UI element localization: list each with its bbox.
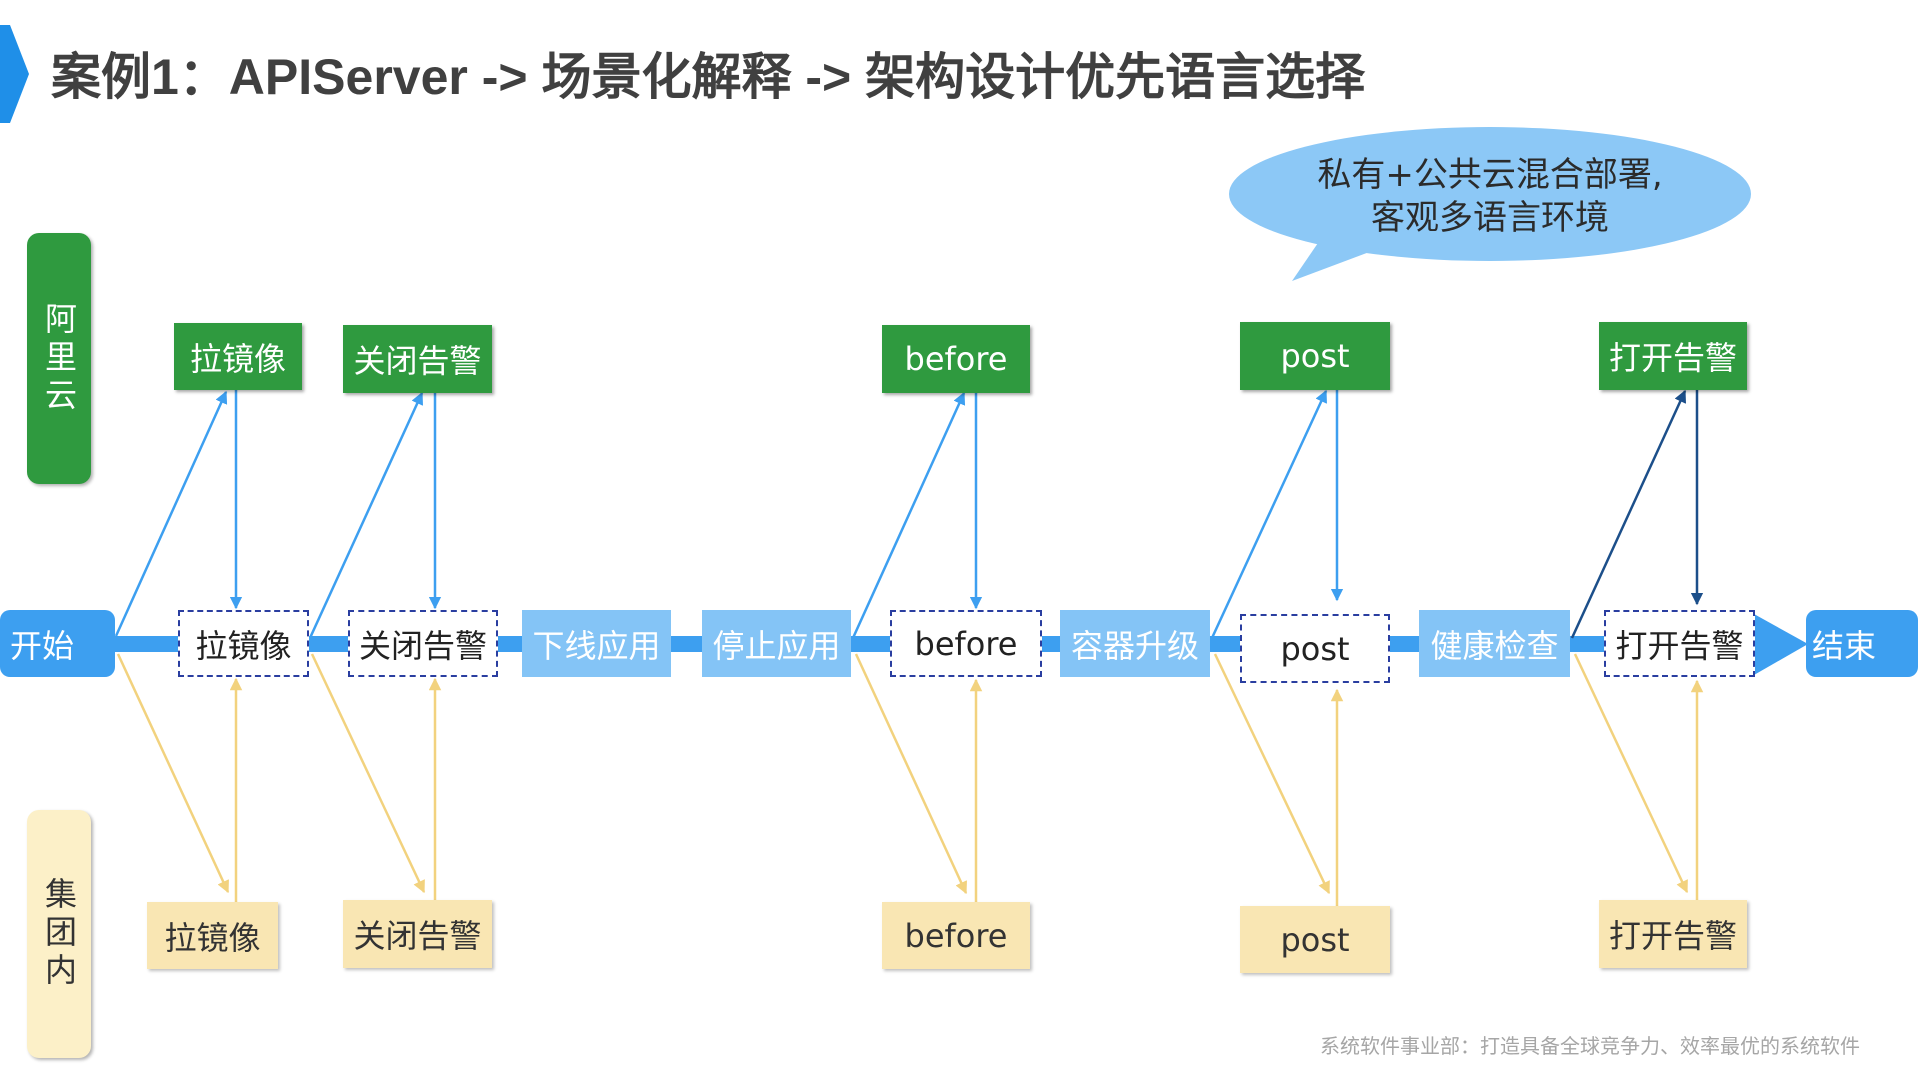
lane-label-group: 集团内 — [27, 810, 91, 1058]
arrow-flow-to-aliyun-enable-alerts — [1570, 389, 1687, 639]
callout-line-1: 私有+公共云混合部署, — [1317, 155, 1663, 195]
aliyun-hook-pull-image: 拉镜像 — [174, 323, 302, 390]
callout-bubble — [1229, 127, 1751, 281]
lane-label-aliyun: 阿里云 — [27, 233, 91, 484]
flow-step-health-check: 健康检查 — [1419, 610, 1570, 677]
flow-step-stop-app: 停止应用 — [702, 610, 851, 677]
flow-arrowhead — [1754, 614, 1808, 675]
flow-step-before: before — [890, 610, 1042, 677]
flow-end: 结束 — [1806, 610, 1918, 677]
flow-step-post: post — [1240, 614, 1390, 683]
footer-slogan: 系统软件事业部：打造具备全球竞争力、效率最优的系统软件 — [1320, 1034, 1860, 1058]
arrow-flow-to-group-post — [1213, 653, 1331, 895]
arrow-flow-to-group-enable-alerts — [1573, 653, 1689, 894]
aliyun-hook-enable-alerts: 打开告警 — [1599, 322, 1747, 390]
arrow-flow-to-aliyun-before — [851, 391, 966, 639]
aliyun-hook-post: post — [1240, 322, 1390, 390]
page-title: 案例1：APIServer -> 场景化解释 -> 架构设计优先语言选择 — [51, 49, 1366, 105]
callout-line-2: 客观多语言环境 — [1371, 198, 1609, 238]
callout-ellipse — [1229, 127, 1751, 261]
flow-step-take-offline: 下线应用 — [522, 610, 671, 677]
flow-step-enable-alerts: 打开告警 — [1604, 610, 1755, 677]
aliyun-hook-disable-alerts: 关闭告警 — [343, 325, 492, 393]
flow-step-upgrade-container: 容器升级 — [1060, 610, 1210, 677]
title-chevron-icon — [0, 25, 29, 123]
arrow-flow-to-aliyun-disable-alerts — [308, 391, 424, 639]
arrow-flow-to-group-before — [854, 653, 968, 895]
group-hook-enable-alerts: 打开告警 — [1599, 900, 1747, 968]
flow-step-pull-image: 拉镜像 — [178, 610, 309, 677]
arrow-flow-to-aliyun-post — [1210, 389, 1328, 639]
group-hook-pull-image: 拉镜像 — [147, 902, 278, 969]
aliyun-hook-before: before — [882, 325, 1030, 393]
group-hook-disable-alerts: 关闭告警 — [343, 900, 492, 968]
arrow-flow-to-group-disable-alerts — [310, 653, 426, 894]
arrow-start-to-group-pull-image — [116, 653, 230, 894]
group-hook-post: post — [1240, 906, 1390, 973]
flow-step-disable-alerts: 关闭告警 — [348, 610, 498, 677]
flow-start: 开始 — [0, 610, 115, 677]
group-hook-before: before — [882, 902, 1030, 969]
callout-tail — [1292, 240, 1380, 281]
arrow-start-to-aliyun-pull-image — [114, 390, 228, 637]
